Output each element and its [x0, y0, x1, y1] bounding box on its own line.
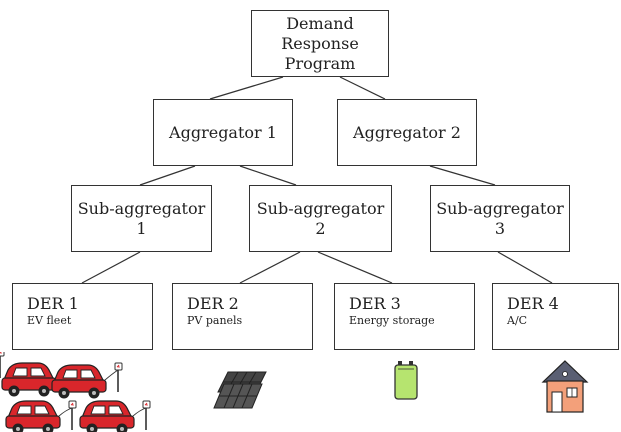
battery-icon — [394, 361, 418, 400]
node-demand-response-program: Demand Response Program — [251, 10, 389, 77]
edge-sub-1-der-1 — [81, 251, 141, 284]
node-label: Sub-aggregator 1 — [77, 198, 206, 238]
edge-aggregator-1-sub-1 — [139, 165, 196, 186]
edge-aggregator-1-sub-2 — [239, 165, 297, 186]
node-aggregator-1: Aggregator 1 — [153, 99, 293, 166]
node-label: Sub-aggregator 2 — [256, 198, 385, 238]
edge-program-aggregator-1 — [209, 76, 284, 100]
node-label: DER 3 — [349, 294, 401, 313]
node-der-3: DER 3 Energy storage — [334, 283, 475, 350]
node-der-4: DER 4 A/C — [492, 283, 619, 350]
node-label: DER 2 — [187, 294, 239, 313]
node-sub-aggregator-3: Sub-aggregator 3 — [430, 185, 570, 252]
edge-sub-3-der-4 — [497, 251, 553, 284]
node-label: Aggregator 2 — [353, 122, 461, 142]
solar-panel-icon — [213, 371, 267, 409]
node-der-1: DER 1 EV fleet — [12, 283, 153, 350]
node-der-2: DER 2 PV panels — [172, 283, 313, 350]
node-label: Aggregator 1 — [169, 122, 277, 142]
node-sublabel: EV fleet — [27, 314, 72, 327]
edge-program-aggregator-2 — [339, 76, 386, 100]
edge-sub-2-der-2 — [239, 251, 301, 284]
node-sublabel: Energy storage — [349, 314, 435, 327]
node-sublabel: A/C — [507, 314, 528, 327]
node-sub-aggregator-2: Sub-aggregator 2 — [249, 185, 392, 252]
node-aggregator-2: Aggregator 2 — [337, 99, 477, 166]
edge-sub-2-der-3 — [317, 251, 393, 284]
node-label: Sub-aggregator 3 — [436, 198, 564, 238]
node-sublabel: PV panels — [187, 314, 243, 327]
node-sub-aggregator-1: Sub-aggregator 1 — [71, 185, 212, 252]
edge-aggregator-2-sub-3 — [429, 165, 496, 186]
ev-car-charging-icon — [0, 352, 151, 432]
house-icon — [541, 360, 589, 413]
node-label: DER 1 — [27, 294, 79, 313]
node-label: Demand Response Program — [281, 13, 359, 73]
node-label: DER 4 — [507, 294, 559, 313]
